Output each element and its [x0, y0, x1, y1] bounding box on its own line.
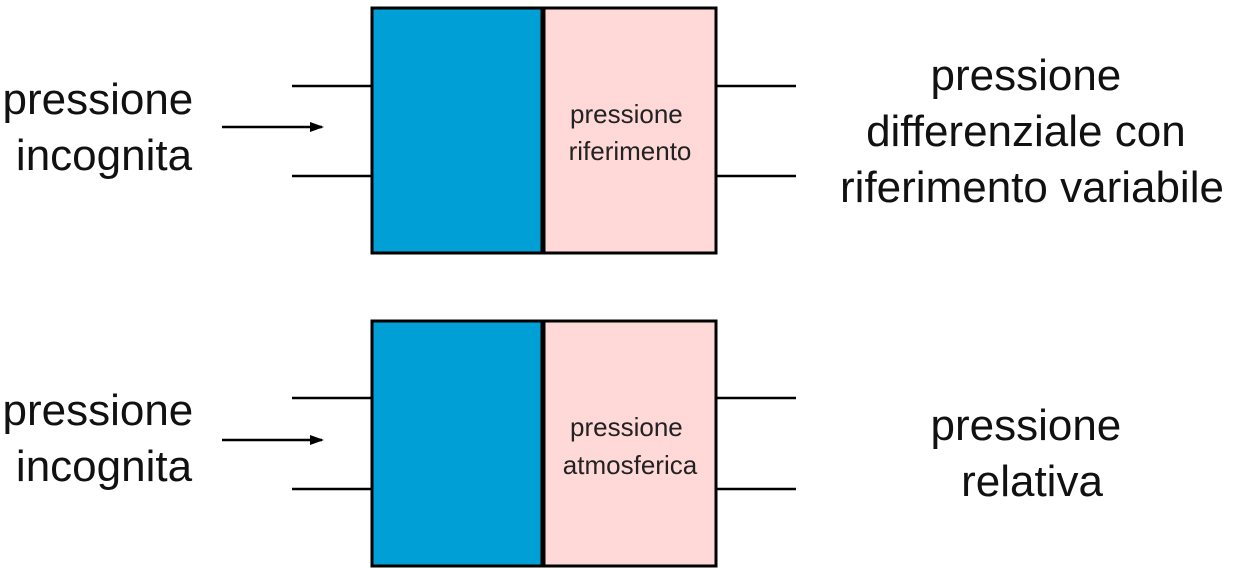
input-label: pressione incognita	[2, 386, 205, 491]
output-label-line-3: riferimento variabile	[840, 163, 1224, 212]
output-label-line-1: pressione	[930, 401, 1121, 450]
unknown-pressure-chamber	[370, 6, 545, 255]
output-label: pressione relativa	[930, 401, 1133, 506]
unknown-pressure-chamber	[370, 319, 545, 568]
output-label: pressione differenziale con riferimento …	[840, 51, 1224, 212]
chamber-label-line-1: pressione	[570, 99, 683, 129]
differential-pressure-diagram: pressione incognita pressione riferiment…	[2, 6, 1224, 255]
chamber-label: pressione riferimento	[569, 99, 692, 166]
input-label-line-2: incognita	[16, 442, 193, 491]
output-label-line-1: pressione	[930, 51, 1121, 100]
input-label-line-1: pressione	[2, 386, 193, 435]
chamber-label: pressione atmosferica	[563, 412, 698, 480]
atmospheric-pressure-chamber	[541, 319, 718, 568]
input-label: pressione incognita	[2, 75, 205, 180]
output-label-line-2: relativa	[961, 457, 1103, 506]
chamber-label-line-2: atmosferica	[563, 450, 698, 480]
chamber-label-line-2: riferimento	[569, 136, 692, 166]
relative-pressure-diagram: pressione incognita pressione atmosferic…	[2, 319, 1133, 568]
output-label-line-2: differenziale con	[866, 107, 1186, 156]
input-label-line-2: incognita	[16, 131, 193, 180]
input-label-line-1: pressione	[2, 75, 193, 124]
chamber-label-line-1: pressione	[570, 412, 683, 442]
reference-pressure-chamber	[541, 6, 718, 255]
